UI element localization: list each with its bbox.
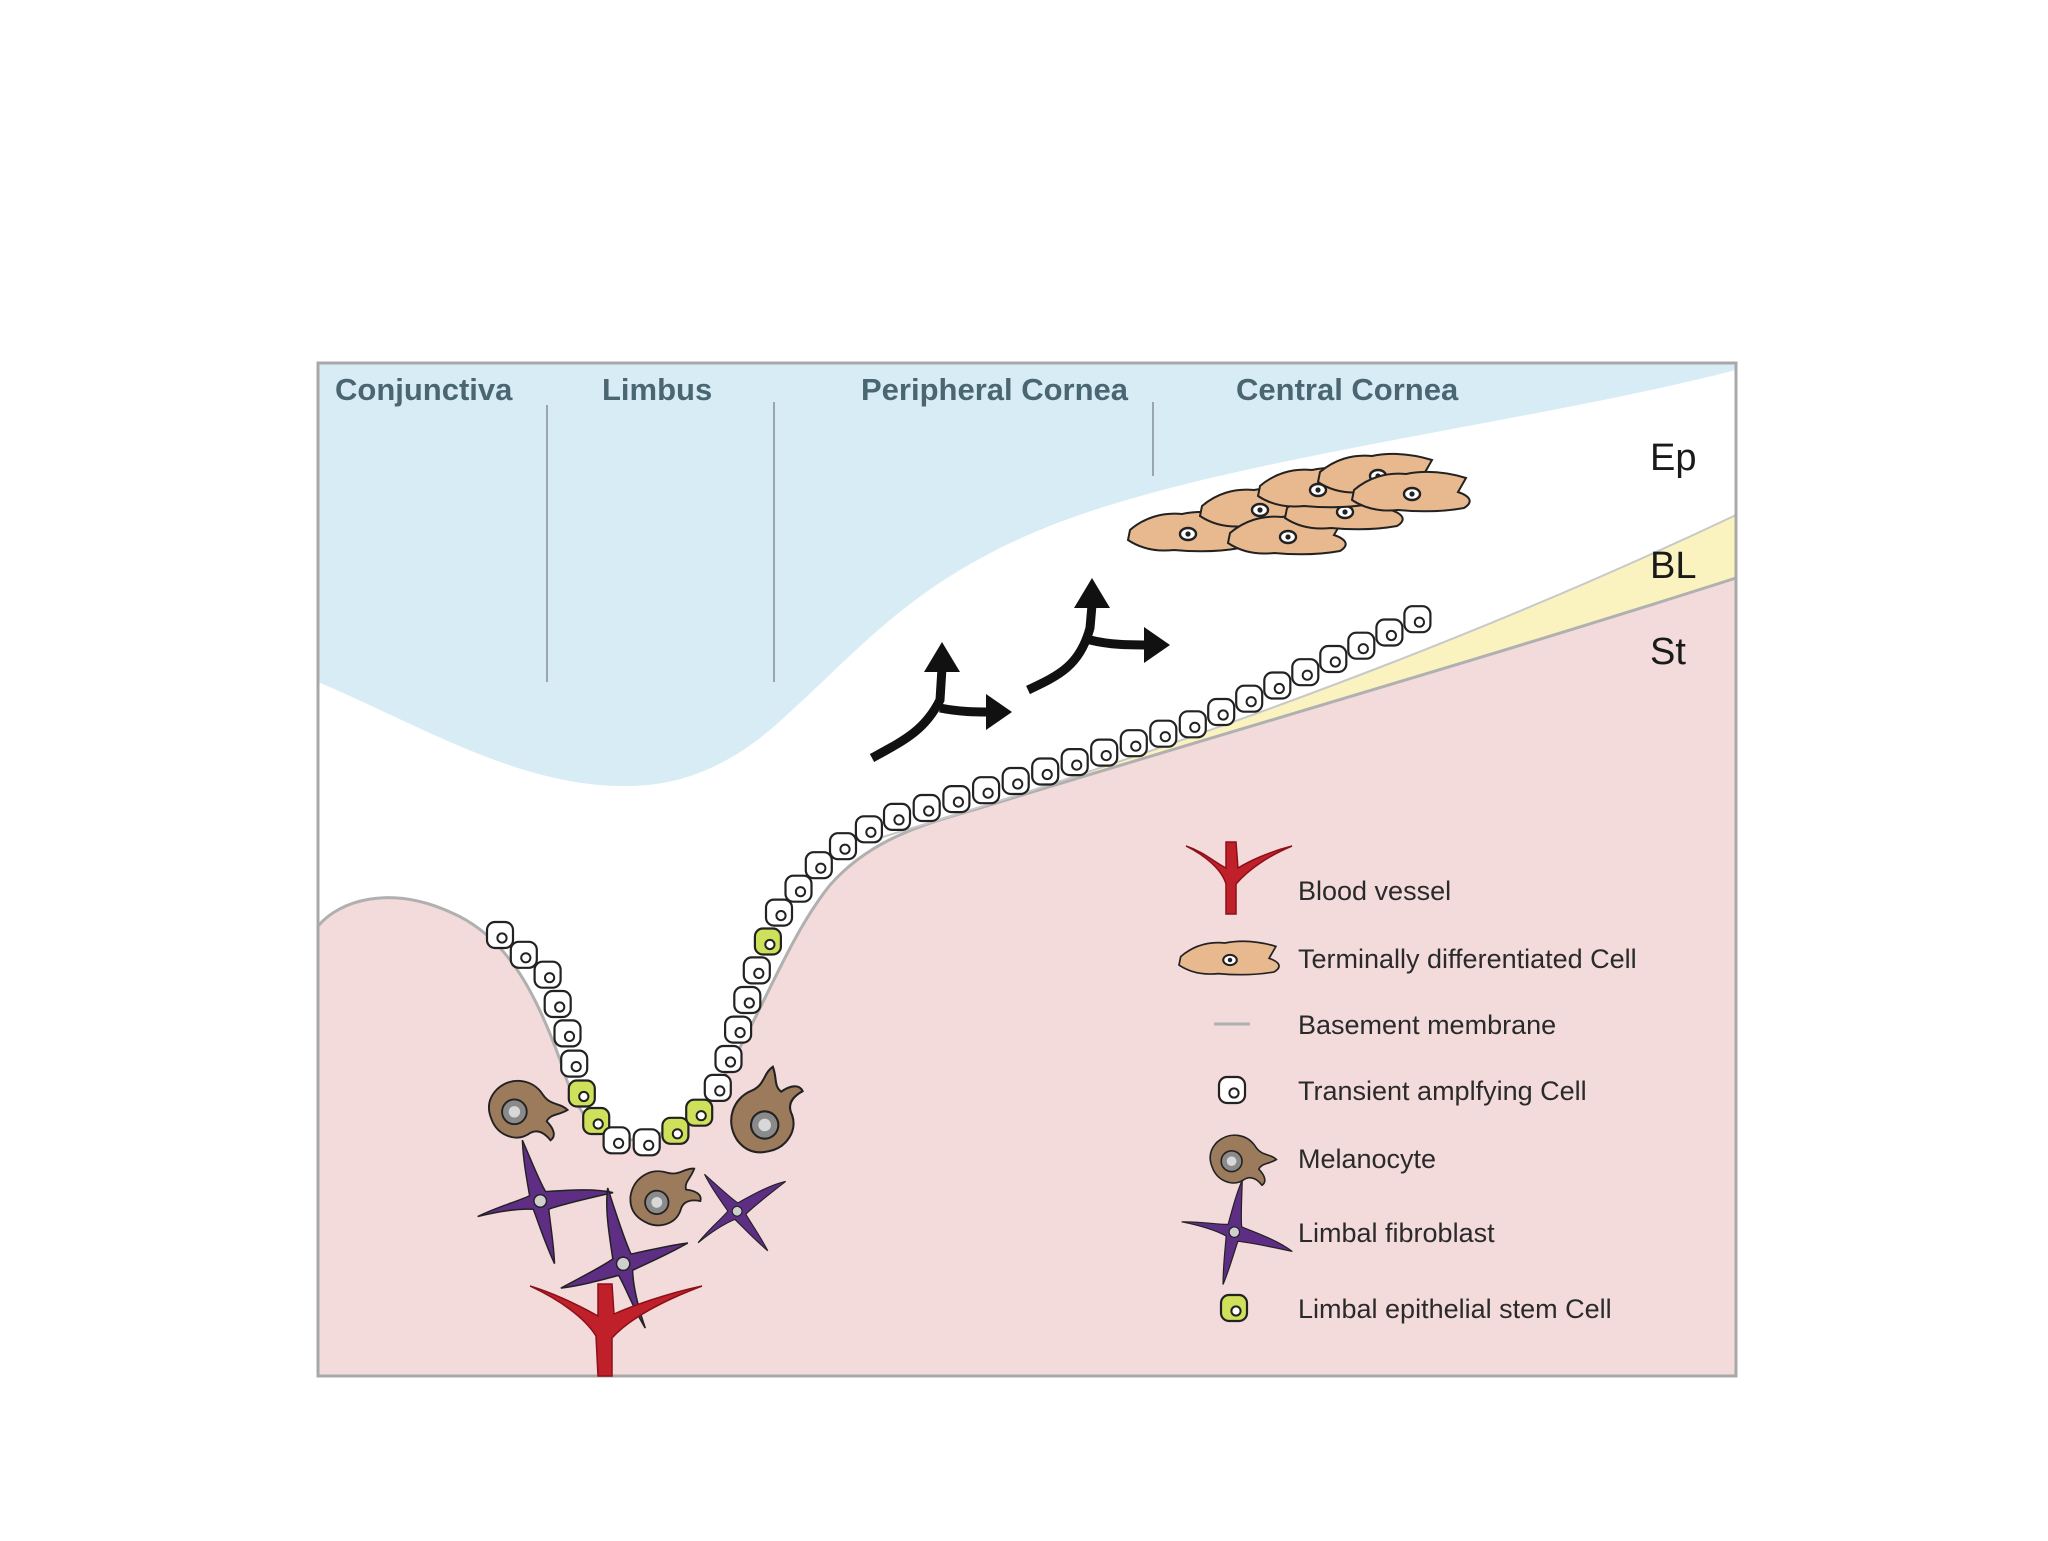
transient-amplifying-cell bbox=[1001, 766, 1030, 796]
transient-amplifying-cell bbox=[1031, 757, 1060, 786]
legend-stem-cell-label: Limbal epithelial stem Cell bbox=[1298, 1294, 1612, 1324]
transient-amplifying-cell bbox=[533, 960, 562, 989]
transient-amplifying-cell bbox=[1119, 729, 1148, 758]
migration-arrow bbox=[1026, 578, 1170, 695]
transient-amplifying-cell bbox=[703, 1073, 732, 1103]
transient-amplifying-cell bbox=[543, 989, 572, 1019]
transient-amplifying-cell bbox=[828, 832, 858, 861]
transient-amplifying-cell bbox=[723, 1015, 753, 1044]
transient-amplifying-cell bbox=[742, 956, 771, 985]
transient-amplifying-cell bbox=[1375, 618, 1404, 647]
limbal-stem-cell bbox=[567, 1079, 596, 1108]
transient-amplifying-cell bbox=[509, 940, 538, 969]
transient-amplifying-cell bbox=[1347, 631, 1376, 660]
transient-amplifying-cell bbox=[485, 920, 515, 950]
transient-amplifying-cell bbox=[1403, 605, 1432, 634]
transient-amplifying-cell bbox=[632, 1128, 661, 1157]
bowman-top-line bbox=[865, 514, 1737, 843]
legend-terminal-cell-label: Terminally differentiated Cell bbox=[1298, 944, 1637, 974]
transient-amplifying-cell bbox=[602, 1126, 631, 1155]
blood-vessel bbox=[529, 1283, 703, 1377]
transient-amplifying-cell bbox=[553, 1019, 582, 1048]
region-conjunctiva-label: Conjunctiva bbox=[335, 372, 513, 407]
transient-amplifying-cell bbox=[942, 784, 971, 814]
region-limbus-label: Limbus bbox=[602, 372, 712, 407]
transient-amplifying-cell bbox=[1060, 747, 1089, 777]
limbal-stem-cell bbox=[661, 1116, 690, 1145]
transient-amplifying-cell bbox=[1319, 644, 1348, 674]
legend: Blood vessel Terminally differentiated C… bbox=[1177, 841, 1637, 1324]
transient-amplifying-cell bbox=[733, 985, 762, 1015]
transient-amplifying-cell bbox=[854, 815, 884, 844]
transient-amplifying-cell bbox=[714, 1044, 743, 1074]
transient-amplifying-cell bbox=[1235, 684, 1264, 713]
legend-basement-membrane-label: Basement membrane bbox=[1298, 1010, 1556, 1040]
transient-amplifying-cell bbox=[560, 1049, 589, 1078]
transient-amplifying-cell bbox=[784, 874, 813, 903]
limbal-stem-cell bbox=[685, 1098, 714, 1127]
legend-stem-cell-icon bbox=[1219, 1293, 1249, 1323]
region-peripheral-cornea-label: Peripheral Cornea bbox=[861, 372, 1129, 407]
legend-melanocyte-label: Melanocyte bbox=[1298, 1144, 1436, 1174]
transient-amplifying-cell bbox=[764, 898, 794, 927]
transient-amplifying-cell bbox=[1291, 658, 1320, 687]
transient-amplifying-cell bbox=[1178, 710, 1207, 739]
transient-amplifying-cell bbox=[1207, 697, 1236, 727]
legend-blood-vessel-icon bbox=[1185, 841, 1293, 915]
layer-st-label: St bbox=[1650, 631, 1686, 673]
legend-fibroblast-label: Limbal fibroblast bbox=[1298, 1218, 1495, 1248]
layer-ep-label: Ep bbox=[1650, 437, 1696, 479]
legend-transient-cell-label: Transient amplfying Cell bbox=[1298, 1076, 1587, 1106]
transient-amplifying-cell bbox=[1149, 719, 1178, 748]
migration-arrow bbox=[869, 642, 1012, 762]
diagram-border bbox=[316, 361, 1738, 1378]
legend-transient-cell-icon bbox=[1217, 1075, 1247, 1105]
transient-amplifying-cell bbox=[882, 802, 912, 832]
transient-amplifying-cell bbox=[1263, 671, 1292, 700]
region-central-cornea-label: Central Cornea bbox=[1236, 372, 1459, 407]
transient-amplifying-cell bbox=[912, 793, 941, 823]
legend-blood-vessel-label: Blood vessel bbox=[1298, 876, 1451, 906]
transient-amplifying-cell bbox=[971, 776, 1001, 805]
transient-amplifying-cell bbox=[804, 851, 833, 880]
transient-amplifying-cell bbox=[1090, 738, 1119, 767]
limbal-stem-cell bbox=[753, 927, 783, 956]
layer-bl-label: BL bbox=[1650, 545, 1696, 587]
tear-film-region bbox=[318, 363, 1736, 787]
